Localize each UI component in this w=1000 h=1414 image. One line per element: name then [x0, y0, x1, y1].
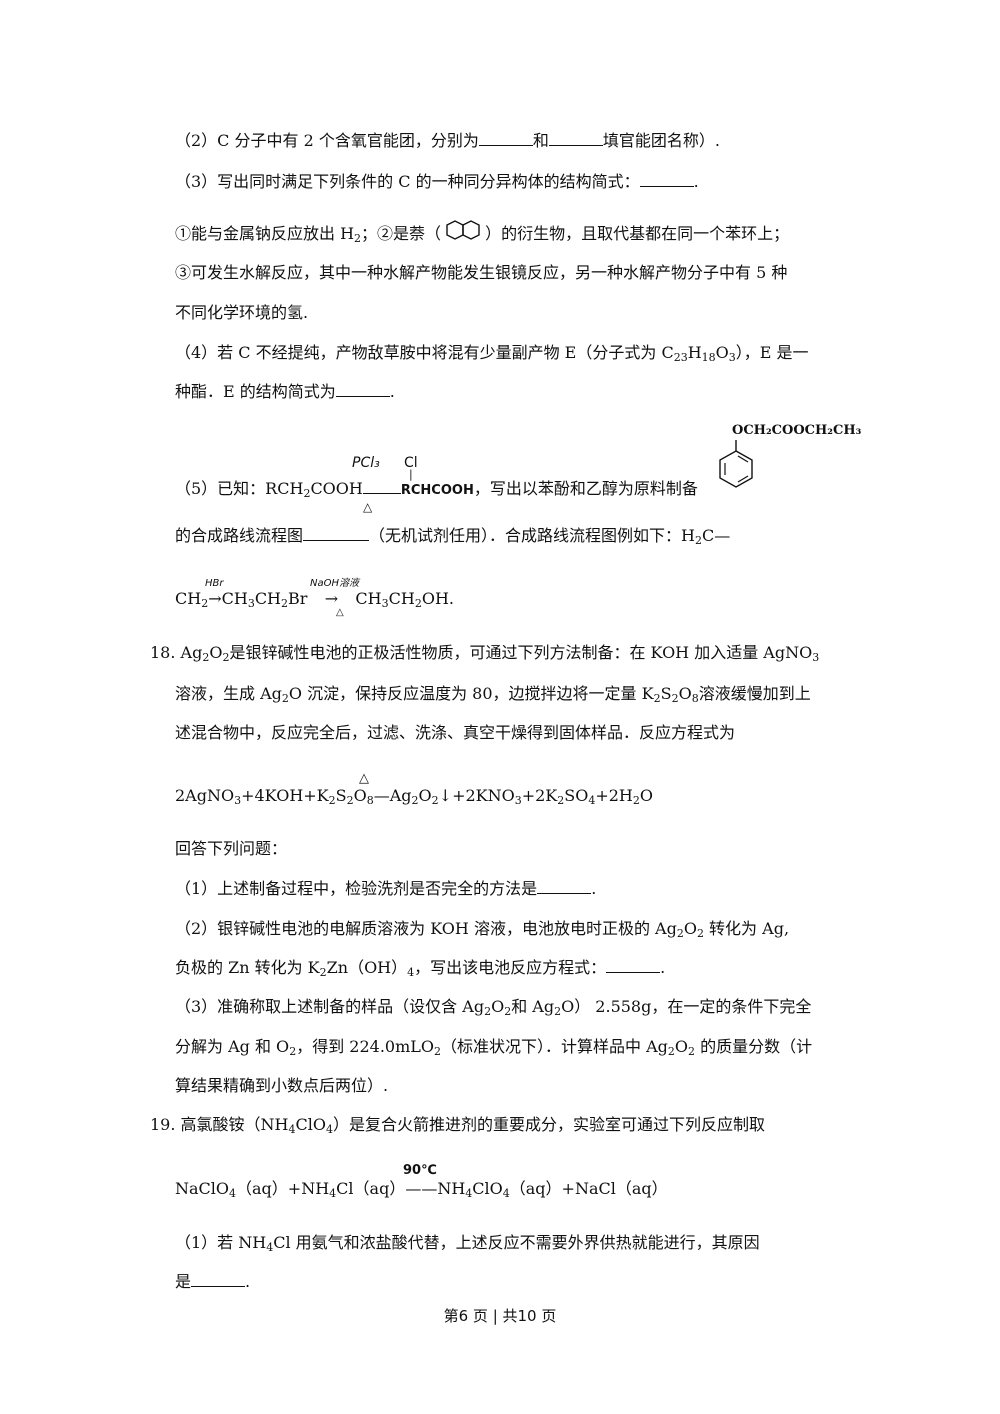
heat-condition: △ — [359, 771, 369, 786]
q2-line: （2）C 分子中有 2 个含氧官能团，分别为和填官能团名称）. — [175, 131, 720, 150]
reaction-arrow — [362, 482, 401, 494]
answer-blank[interactable] — [303, 526, 370, 541]
reagent-hbr: HBr — [205, 578, 224, 589]
heat-condition: △ — [336, 607, 344, 618]
answer-blank[interactable] — [606, 958, 661, 973]
q18-3-line: （3）准确称取上述制备的样品（设仅含 Ag2O2和 Ag2O） 2.558g，在… — [175, 997, 812, 1018]
reagent-pcl3: PCl₃ — [352, 455, 380, 471]
q19-line-1: 19. 高氯酸铵（NH4ClO4）是复合火箭推进剂的重要成分，实验室可通过下列反… — [150, 1115, 765, 1136]
q18-line-2: 溶液，生成 Ag2O 沉淀，保持反应温度为 80，边搅拌边将一定量 K2S2O8… — [175, 684, 811, 705]
q19-1-line-2: 是. — [175, 1272, 251, 1291]
q5-example-line: CH2→CH3CH2Br→CH3CH2OH. — [175, 589, 454, 610]
answer-blank[interactable] — [639, 172, 694, 187]
answer-blank[interactable] — [537, 879, 592, 894]
q18-1-line: （1）上述制备过程中，检验洗剂是否完全的方法是. — [175, 879, 597, 898]
q3-line: （3）写出同时满足下列条件的 C 的一种同分异构体的结构简式：. — [175, 172, 699, 191]
answer-prompt: 回答下列问题： — [175, 839, 288, 858]
reagent-naoh: NaOH溶液 — [310, 578, 359, 589]
answer-blank[interactable] — [191, 1272, 246, 1287]
equation-18: 2AgNO3+4KOH+K2S2O8—Ag2O2↓+2KNO3+2K2SO4+2… — [175, 786, 654, 807]
temperature-condition: 90℃ — [403, 1163, 437, 1178]
answer-blank[interactable] — [548, 131, 603, 146]
q18-2-line-2: 负极的 Zn 转化为 K2Zn（OH）4，写出该电池反应方程式：. — [175, 958, 666, 979]
q4-line: （4）若 C 不经提纯，产物敌草胺中将混有少量副产物 E（分子式为 C23H18… — [175, 343, 809, 364]
substituent-label: OCH₂COOCH₂CH₃ — [732, 423, 862, 438]
cl-label: Cl — [404, 455, 418, 471]
answer-blank[interactable] — [478, 131, 533, 146]
q18-line-3: 述混合物中，反应完全后，过滤、洗涤、真空干燥得到固体样品．反应方程式为 — [175, 723, 736, 742]
q18-2-line: （2）银锌碱性电池的电解质溶液为 KOH 溶液，电池放电时正极的 Ag2O2 转… — [175, 919, 790, 940]
q19-1-line: （1）若 NH4Cl 用氨气和浓盐酸代替，上述反应不需要外界供热就能进行，其原因 — [175, 1233, 760, 1254]
cond3-line: 不同化学环境的氢. — [175, 303, 309, 322]
q18-line-1: 18. Ag2O2是银锌碱性电池的正极活性物质，可通过下列方法制备：在 KOH … — [150, 643, 820, 664]
q4-line-2: 种酯．E 的结构简式为. — [175, 382, 395, 401]
cond1-line: ①能与金属钠反应放出 H2；②是萘（）的衍生物，且取代基都在同一个苯环上； — [175, 220, 789, 245]
benzene-ring-icon — [719, 440, 753, 488]
cond2-line: ③可发生水解反应，其中一种水解产物能发生银镜反应，另一种水解产物分子中有 5 种 — [175, 263, 788, 282]
equation-19: NaClO4（aq）+NH4Cl（aq）——NH4ClO4（aq）+NaCl（a… — [175, 1179, 668, 1200]
heat-condition: △ — [363, 500, 373, 514]
q18-3-line-3: 算结果精确到小数点后两位）. — [175, 1076, 389, 1095]
answer-blank[interactable] — [335, 382, 390, 397]
naphthalene-icon — [441, 220, 485, 243]
page-footer: 第6 页 | 共10 页 — [443, 1307, 557, 1325]
q5-line-2: 的合成路线流程图（无机试剂任用）．合成路线流程图例如下：H2C— — [175, 526, 731, 547]
bond-mark: | — [409, 468, 413, 481]
q18-3-line-2: 分解为 Ag 和 O2，得到 224.0mLO2（标准状况下）．计算样品中 Ag… — [175, 1037, 813, 1058]
